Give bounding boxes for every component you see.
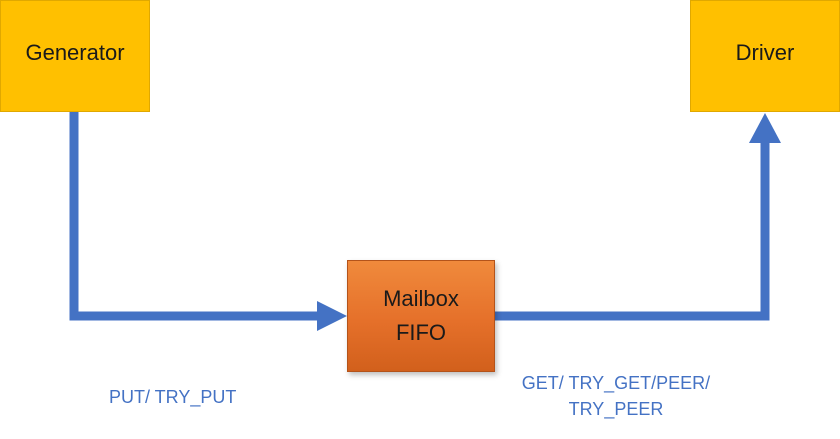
get-edge-label-line1: GET/ TRY_GET/PEER/ <box>521 373 711 393</box>
mailbox-label-line1: Mailbox <box>383 285 459 311</box>
driver-arrowhead <box>749 113 781 143</box>
mailbox-to-driver-connector <box>495 140 770 321</box>
driver-label: Driver <box>735 40 795 65</box>
generator-node: Generator <box>0 0 150 112</box>
mailbox-fifo-node: Mailbox FIFO <box>347 260 495 372</box>
put-edge-label-text: PUT/ TRY_PUT <box>109 387 237 407</box>
put-edge-label: PUT/ TRY_PUT <box>109 384 236 410</box>
mailbox-arrowhead <box>317 301 347 331</box>
generator-label: Generator <box>25 40 125 65</box>
generator-to-mailbox-connector <box>69 112 320 321</box>
get-edge-label-line2: TRY_PEER <box>568 399 664 420</box>
get-edge-label: GET/ TRY_GET/PEER/ TRY_PEER <box>490 370 742 422</box>
driver-node: Driver <box>690 0 840 112</box>
mailbox-label-line2: FIFO <box>395 320 447 345</box>
